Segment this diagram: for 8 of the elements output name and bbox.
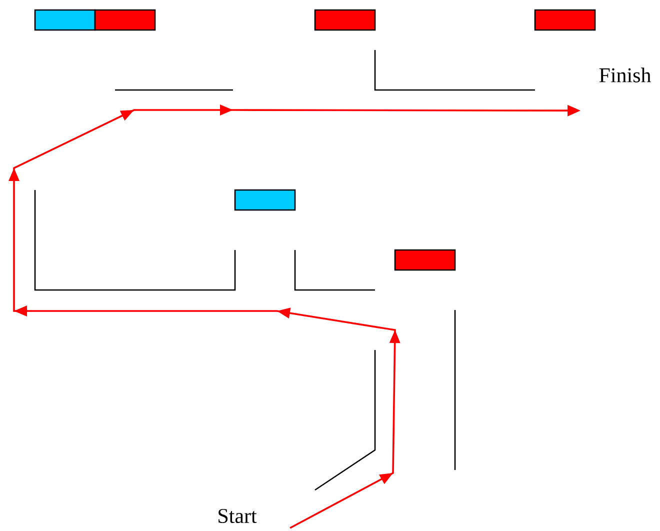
- block: [234, 189, 296, 211]
- block: [534, 9, 596, 31]
- block: [34, 9, 96, 31]
- block: [94, 9, 156, 31]
- block: [394, 249, 456, 271]
- block: [314, 9, 376, 31]
- text-label: Start: [218, 508, 257, 524]
- text-label: Finish: [599, 68, 651, 82]
